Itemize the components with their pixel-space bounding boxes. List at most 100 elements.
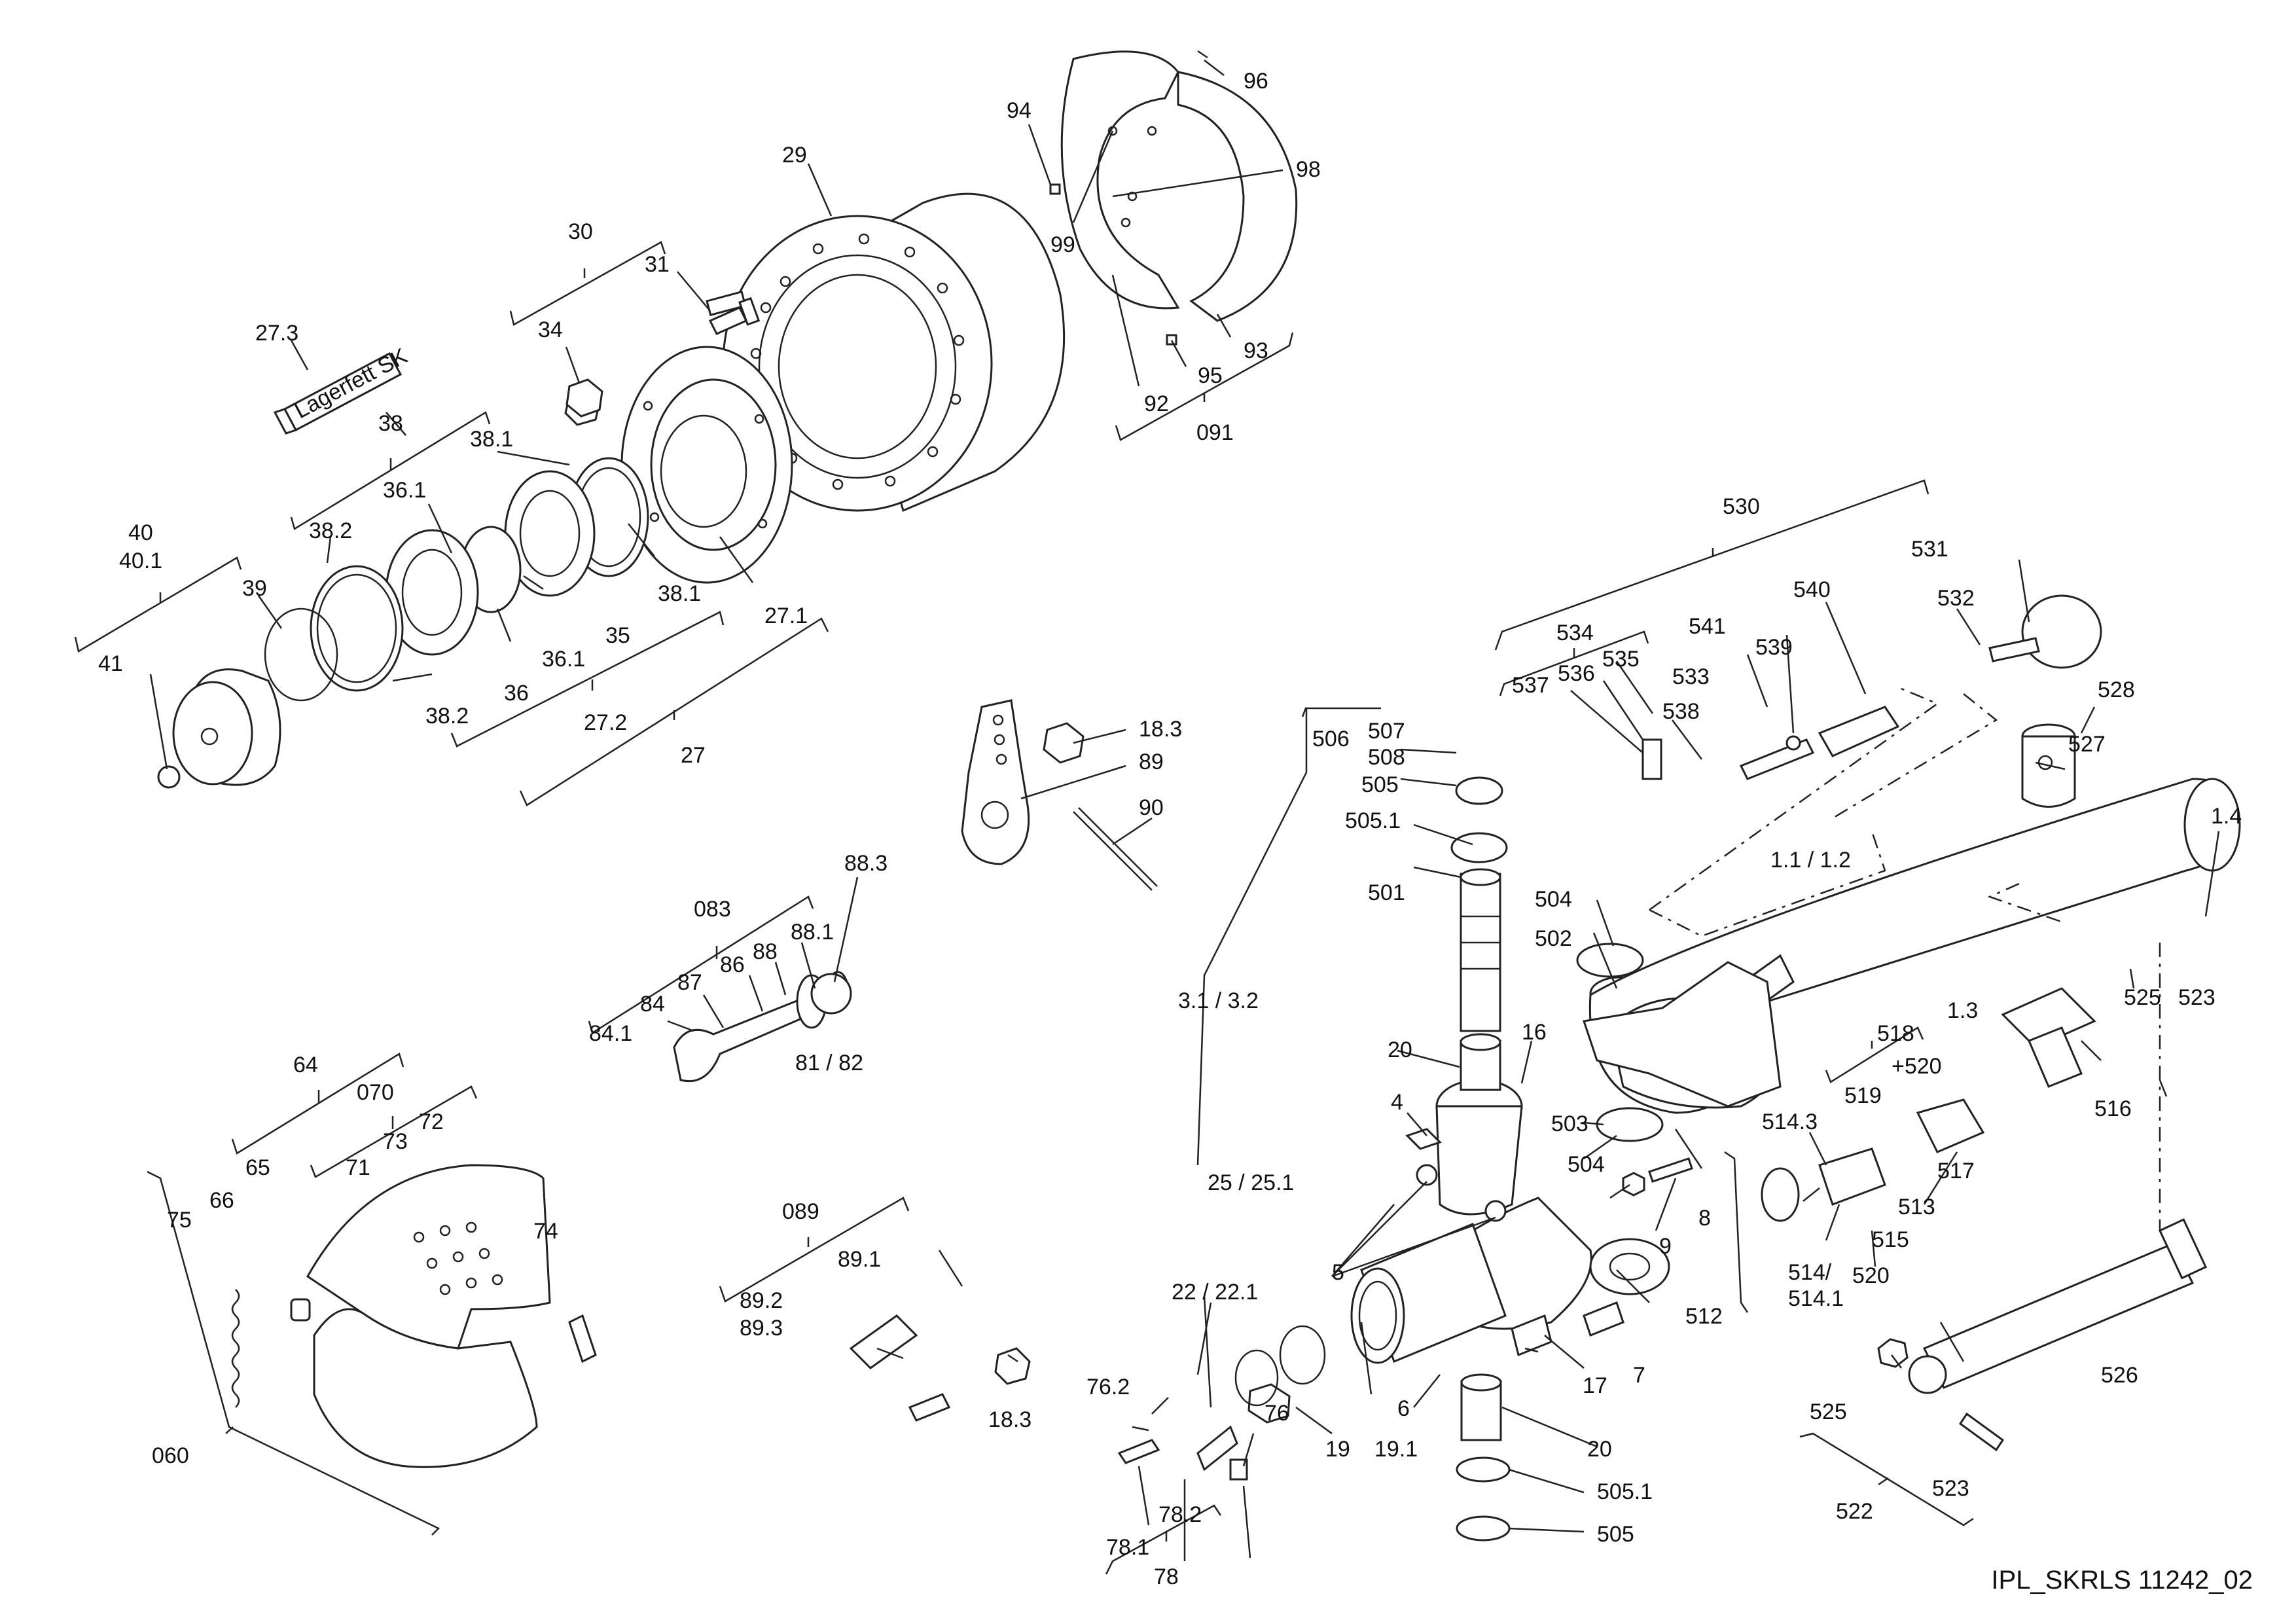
part-label: 81 / 82 [795,1051,863,1075]
part-label: 505 [1361,772,1399,797]
part-label: 523 [1932,1476,1969,1501]
part-label: 083 [694,897,731,922]
part-label: 18.3 [1139,717,1182,742]
part-label: 88 [753,939,778,964]
part-label: 89.1 [838,1247,881,1272]
part-label: 528 [2098,677,2135,702]
part-label: 523 [2178,985,2215,1010]
part-label: 506 [1312,727,1350,751]
part-label: 40.1 [119,549,162,573]
part-label: 530 [1723,494,1760,519]
part-label: 541 [1689,614,1726,639]
part-label: 27.1 [764,604,808,628]
part-label: 9 [1659,1234,1672,1259]
part-label: 20 [1388,1038,1412,1062]
part-label: 30 [568,219,593,244]
part-label: 503 [1551,1111,1588,1136]
part-label: 537 [1512,673,1549,698]
part-label: 66 [209,1188,234,1213]
part-label: 091 [1196,420,1234,445]
part-label: 1.1 / 1.2 [1770,848,1851,873]
part-label: 38.1 [470,427,513,452]
part-label: 20 [1587,1437,1612,1462]
part-label: 99 [1050,232,1075,257]
part-label: 534 [1556,621,1594,645]
part-label: 40 [128,520,153,545]
part-label: 90 [1139,795,1164,820]
part-label: 501 [1368,880,1405,905]
part-label: 76 [1265,1401,1289,1426]
part-label: 516 [2094,1096,2132,1121]
part-label: 531 [1911,537,1948,562]
part-label: 38 [378,411,403,436]
part-label: 89.3 [740,1316,783,1341]
air-chamber [1988,594,2102,669]
camshaft [673,971,852,1083]
part-label: 502 [1535,926,1572,951]
hub-nut-and-bolt [565,297,761,418]
part-label: 540 [1793,577,1831,602]
part-label: 507 [1368,719,1405,744]
part-label: 84 [640,992,665,1017]
part-label: 525 [2124,985,2161,1010]
part-label: 65 [245,1155,270,1180]
part-label: 98 [1296,157,1321,182]
part-label: 532 [1937,586,1975,611]
brackets [1761,987,2096,1222]
part-label: 38.2 [309,518,352,543]
group-brackets [74,241,2161,1575]
small-fasteners [849,1157,1693,1481]
part-label: 514.3 [1762,1110,1818,1134]
part-label: 089 [782,1199,819,1224]
part-label: 17 [1583,1373,1607,1398]
part-label: 72 [419,1110,444,1134]
part-label: 19 [1325,1437,1350,1462]
part-label: 76.2 [1086,1375,1130,1399]
part-label: 78 [1154,1564,1179,1589]
part-label: 533 [1672,664,1710,689]
part-labels: 27.3 30 31 34 29 94 96 98 99 93 95 92 09… [98,69,2242,1589]
part-label: 39 [242,576,267,601]
part-label: 504 [1568,1152,1605,1177]
part-label: 38.2 [425,704,469,729]
leader-lines [149,60,2220,1561]
part-label: 34 [538,317,563,342]
part-label: 508 [1368,745,1405,770]
part-label: 74 [533,1219,558,1244]
part-label: 7 [1633,1363,1645,1388]
part-label: 41 [98,651,123,676]
slack-adjuster-upper [961,699,1158,891]
part-label: 95 [1198,363,1223,388]
part-label: 89 [1139,749,1164,774]
part-label: 36 [504,681,529,706]
part-label: 6 [1397,1396,1410,1421]
part-label: 525 [1810,1399,1847,1424]
steering-arm [1583,961,1782,1108]
part-label: 520 [1852,1263,1890,1288]
part-label: 8 [1698,1206,1711,1231]
part-label: 73 [383,1129,408,1154]
part-label: 515 [1872,1227,1909,1252]
part-label: 36.1 [383,478,426,503]
part-label: 84.1 [589,1021,632,1046]
part-label: 27.3 [255,321,298,346]
part-label: 070 [357,1080,394,1105]
part-label: 38.1 [658,581,701,606]
part-label: 64 [293,1053,318,1077]
part-label: 75 [167,1208,192,1233]
part-label: 94 [1007,98,1031,123]
steering-knuckle [1350,1079,1670,1364]
hub-cap [157,668,281,789]
part-label: 71 [346,1155,370,1180]
dust-shield [1049,50,1298,346]
part-label: 505 [1597,1522,1634,1547]
part-label: 27 [681,743,706,768]
part-label: 16 [1522,1020,1547,1045]
part-label: 78.1 [1106,1535,1149,1560]
part-label: 87 [677,970,702,995]
part-label: 060 [152,1443,189,1468]
part-label: 1.4 [2211,804,2242,829]
part-label: 538 [1662,699,1700,724]
part-label: 93 [1244,338,1268,363]
part-label: 517 [1937,1159,1975,1183]
